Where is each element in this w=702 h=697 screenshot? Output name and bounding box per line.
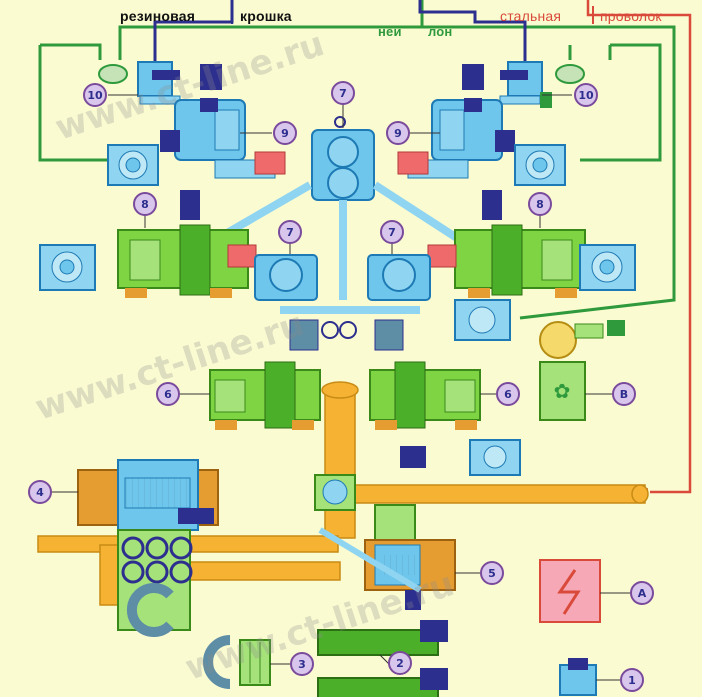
svg-text:B: B (620, 388, 628, 401)
svg-text:7: 7 (388, 226, 396, 239)
svg-text:1: 1 (628, 674, 636, 687)
green-feed-lines (38, 0, 676, 320)
label-wire: проволок (600, 8, 662, 24)
unit-7-left (254, 254, 318, 301)
label-steel: стальная (500, 8, 562, 24)
marker-10-left: 10 (83, 83, 107, 107)
marker-6-left: 6 (156, 382, 180, 406)
unit-6-right (369, 361, 481, 430)
unit-4 (77, 459, 219, 531)
unit-8-left (117, 190, 257, 298)
svg-text:5: 5 (488, 567, 496, 580)
svg-text:8: 8 (141, 198, 149, 211)
divider-1 (231, 6, 233, 24)
marker-5: 5 (480, 561, 504, 585)
svg-text:7: 7 (286, 226, 294, 239)
svg-text:4: 4 (36, 486, 44, 499)
unit-3 (203, 635, 290, 689)
purple-feed-lines (153, 0, 527, 66)
marker-6-right: 6 (496, 382, 520, 406)
marker-1: 1 (620, 668, 644, 692)
center-separator (289, 319, 404, 351)
marker-7-right: 7 (380, 220, 404, 244)
marker-4: 4 (28, 480, 52, 504)
unit-8-right (427, 190, 586, 298)
fan-mid-right-2 (454, 299, 511, 341)
svg-text:9: 9 (281, 127, 289, 140)
marker-9-left: 9 (273, 121, 297, 145)
svg-text:6: 6 (164, 388, 172, 401)
orange-pipes (37, 381, 649, 606)
unit-5 (318, 504, 456, 610)
divider-2 (592, 6, 594, 24)
unit-b: ✿ (539, 320, 625, 421)
svg-text:A: A (638, 587, 647, 600)
unit-7-top (254, 116, 429, 201)
marker-7-left: 7 (278, 220, 302, 244)
svg-text:7: 7 (339, 87, 347, 100)
unit-a (539, 559, 630, 623)
svg-text:9: 9 (394, 127, 402, 140)
svg-text:10: 10 (87, 89, 103, 102)
unit-7-right (367, 254, 431, 301)
unit-5-top (314, 439, 521, 511)
marker-3: 3 (290, 652, 314, 676)
svg-text:8: 8 (536, 198, 544, 211)
unit-6-left (209, 361, 321, 430)
fan-top-left (107, 144, 159, 186)
marker-8-left: 8 (133, 192, 157, 216)
marker-10-right: 10 (574, 83, 598, 107)
watermark-text: www.ct-line.ru (180, 564, 459, 689)
marker-8-right: 8 (528, 192, 552, 216)
label-crumb: крошка (240, 8, 292, 24)
marker-2: 2 (388, 651, 412, 675)
svg-text:10: 10 (578, 89, 594, 102)
svg-text:✿: ✿ (554, 379, 571, 403)
label-rubber: резиновая (120, 8, 196, 24)
svg-text:6: 6 (504, 388, 512, 401)
marker-leaders (50, 94, 612, 574)
label-nylon-2: лон (428, 24, 453, 39)
marker-b: B (612, 382, 636, 406)
unit-10-left (98, 61, 222, 105)
svg-text:2: 2 (396, 657, 404, 670)
markers: 10 10 9 9 7 8 8 7 7 6 6 B 4 5 A 3 2 1 (28, 81, 654, 692)
marker-a: A (630, 581, 654, 605)
svg-text:3: 3 (298, 658, 306, 671)
label-nylon-1: ней (378, 24, 402, 39)
unit-2 (317, 620, 448, 697)
marker-7-top: 7 (331, 81, 355, 105)
unit-10-right (462, 61, 585, 108)
fan-mid-left (39, 244, 96, 291)
unit-1 (559, 658, 620, 696)
fan-mid-right (579, 244, 636, 291)
fan-top-right (514, 144, 566, 186)
marker-9-right: 9 (386, 121, 410, 145)
magnetic-separator (117, 529, 193, 637)
